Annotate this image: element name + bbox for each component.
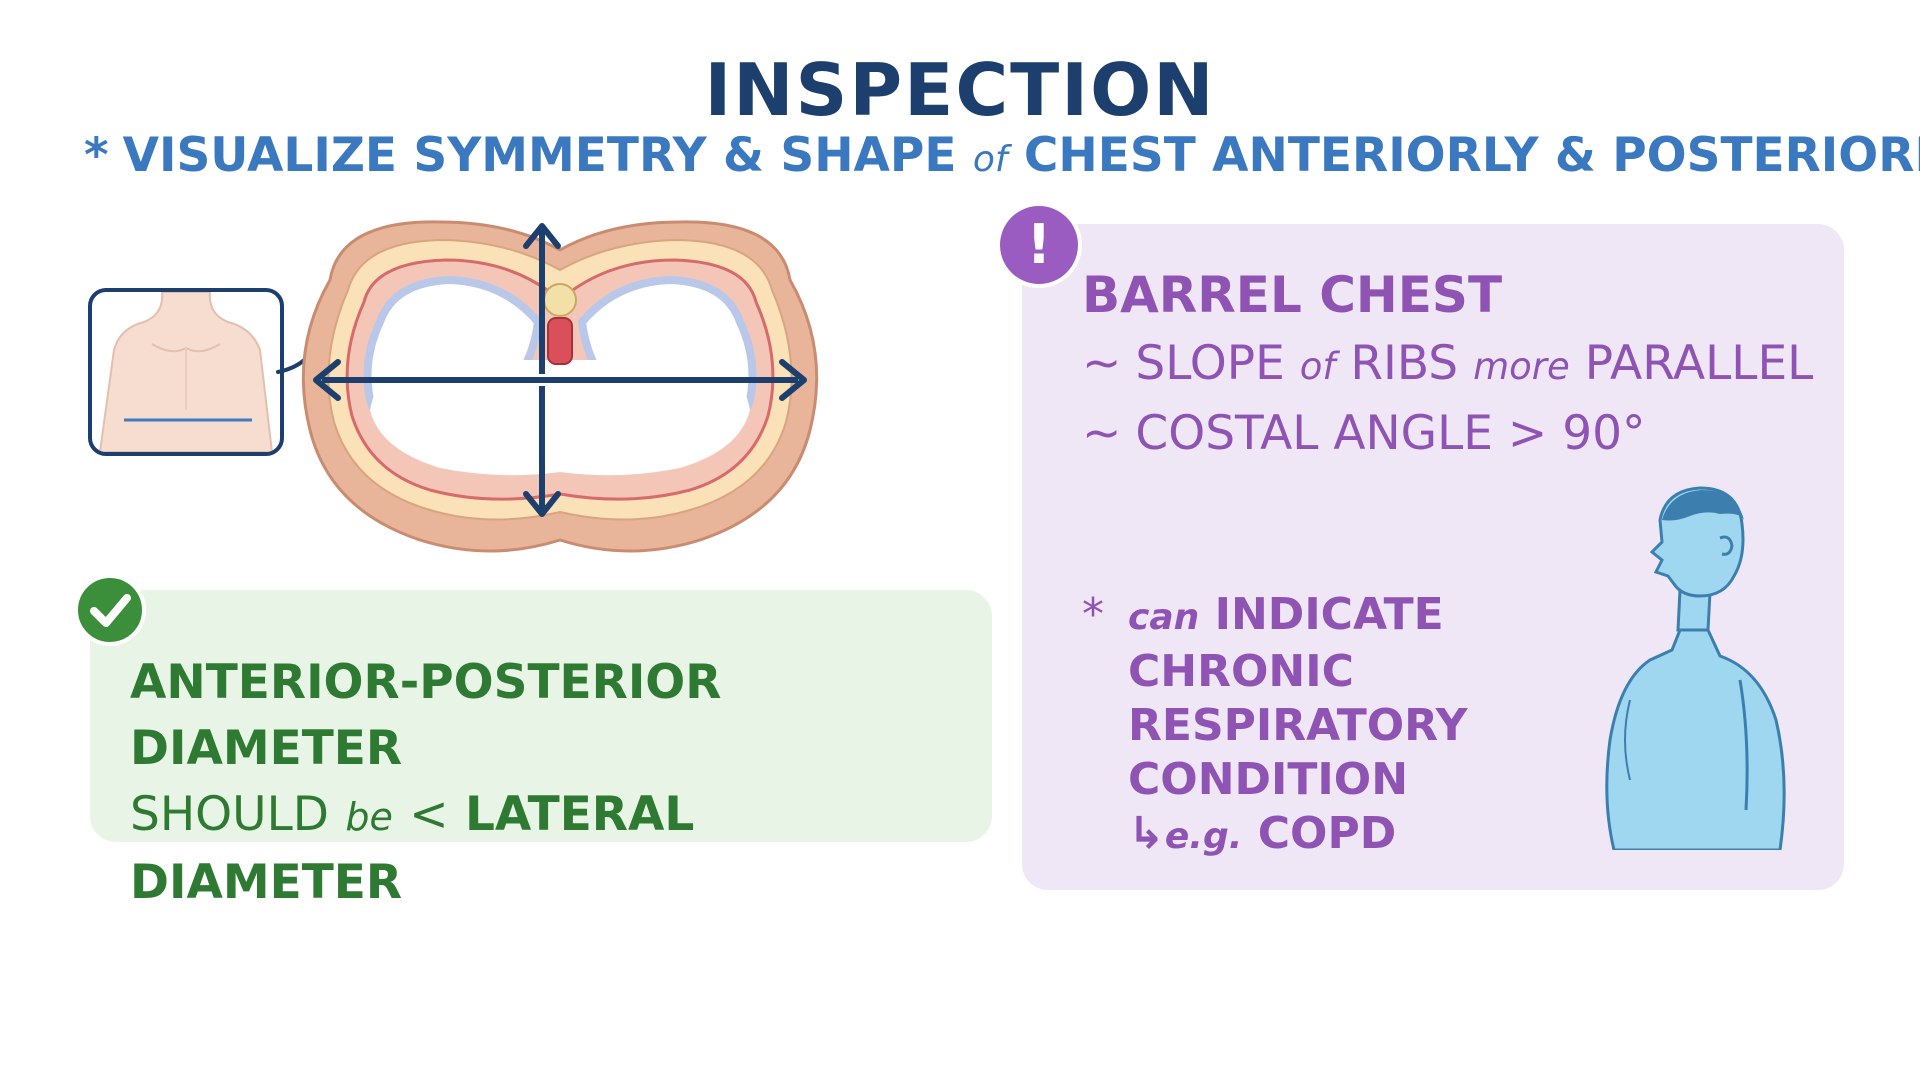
barrel-chest-item-1: ~SLOPE of RIBS more PARALLEL — [1082, 336, 1814, 391]
page-subtitle: *VISUALIZE SYMMETRY & SHAPE of CHEST ANT… — [84, 128, 1920, 183]
subtitle-part2: CHEST ANTERIORLY & POSTERIORLY — [1023, 128, 1920, 183]
normal-finding-line1: ANTERIOR-POSTERIOR DIAMETER — [130, 655, 722, 776]
normal-finding-panel — [90, 590, 992, 842]
page-title: INSPECTION — [704, 48, 1216, 132]
chest-cross-section-illustration — [301, 220, 819, 553]
barrel-chest-note: *can INDICATE CHRONIC RESPIRATORY CONDIT… — [1082, 589, 1468, 859]
barrel-chest-heading: BARREL CHEST — [1082, 266, 1503, 324]
torso-thumbnail — [88, 288, 284, 456]
subtitle-small: of — [972, 139, 1008, 180]
barrel-chest-person-illustration — [1605, 486, 1786, 850]
subtitle-part1: VISUALIZE SYMMETRY & SHAPE — [122, 128, 957, 183]
arrow-icon: ↳ — [1128, 808, 1165, 859]
normal-finding-line2: SHOULD be < LATERAL DIAMETER — [130, 787, 695, 910]
barrel-chest-item-2: ~COSTAL ANGLE > 90° — [1082, 406, 1646, 461]
subtitle-bullet: * — [84, 128, 109, 183]
torso-illustration — [98, 292, 274, 452]
normal-finding-text: ANTERIOR-POSTERIOR DIAMETER SHOULD be < … — [130, 650, 980, 916]
checkmark-icon — [74, 574, 146, 646]
exclamation-icon: ! — [996, 202, 1082, 288]
